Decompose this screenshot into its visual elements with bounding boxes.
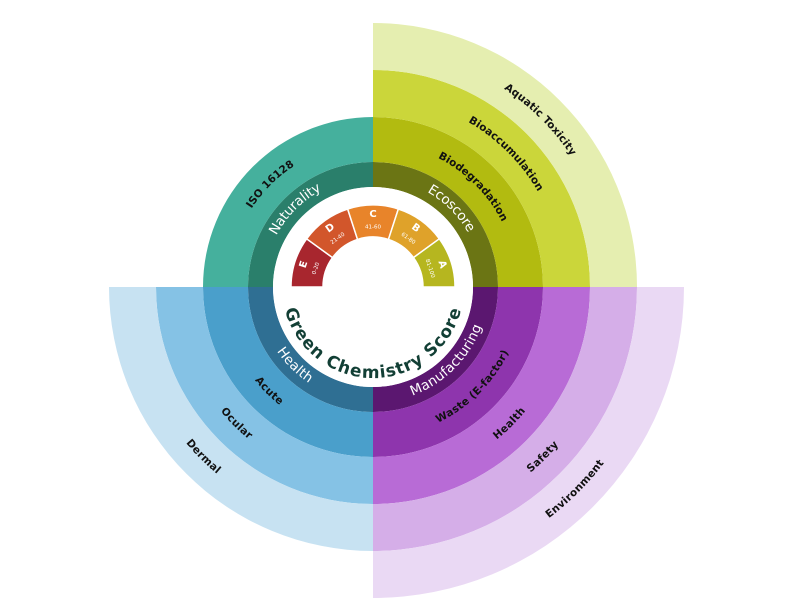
naturality-ring-0 (248, 162, 373, 287)
ecoscore-ring-2 (373, 70, 590, 287)
grade-range-a: 81-100 (424, 258, 436, 279)
manufacturing-ring-0 (373, 287, 498, 412)
manufacturing-ring-3 (373, 287, 637, 551)
grade-letter-e: E (298, 259, 311, 269)
grade-gauge (290, 204, 456, 288)
ecoscore-ring-1 (373, 117, 543, 287)
manufacturing-ring-2 (373, 287, 590, 504)
grade-range-e: 0-20 (312, 261, 322, 275)
grade-letter-a: A (436, 259, 449, 270)
health-ring-0 (248, 287, 373, 412)
ecoscore-ring-0 (373, 162, 498, 287)
health-ring-1 (203, 287, 373, 457)
naturality-ring-1 (203, 117, 373, 287)
category-sectors (109, 23, 684, 598)
manufacturing-ring-4 (373, 287, 684, 598)
health-ring-2 (156, 287, 373, 504)
health-ring-3 (109, 287, 373, 551)
manufacturing-ring-1 (373, 287, 543, 457)
grade-segment-a (412, 237, 456, 288)
grade-letter-c: C (369, 209, 376, 220)
ecoscore-ring-3 (373, 23, 637, 287)
grade-range-c: 41-60 (365, 225, 381, 231)
